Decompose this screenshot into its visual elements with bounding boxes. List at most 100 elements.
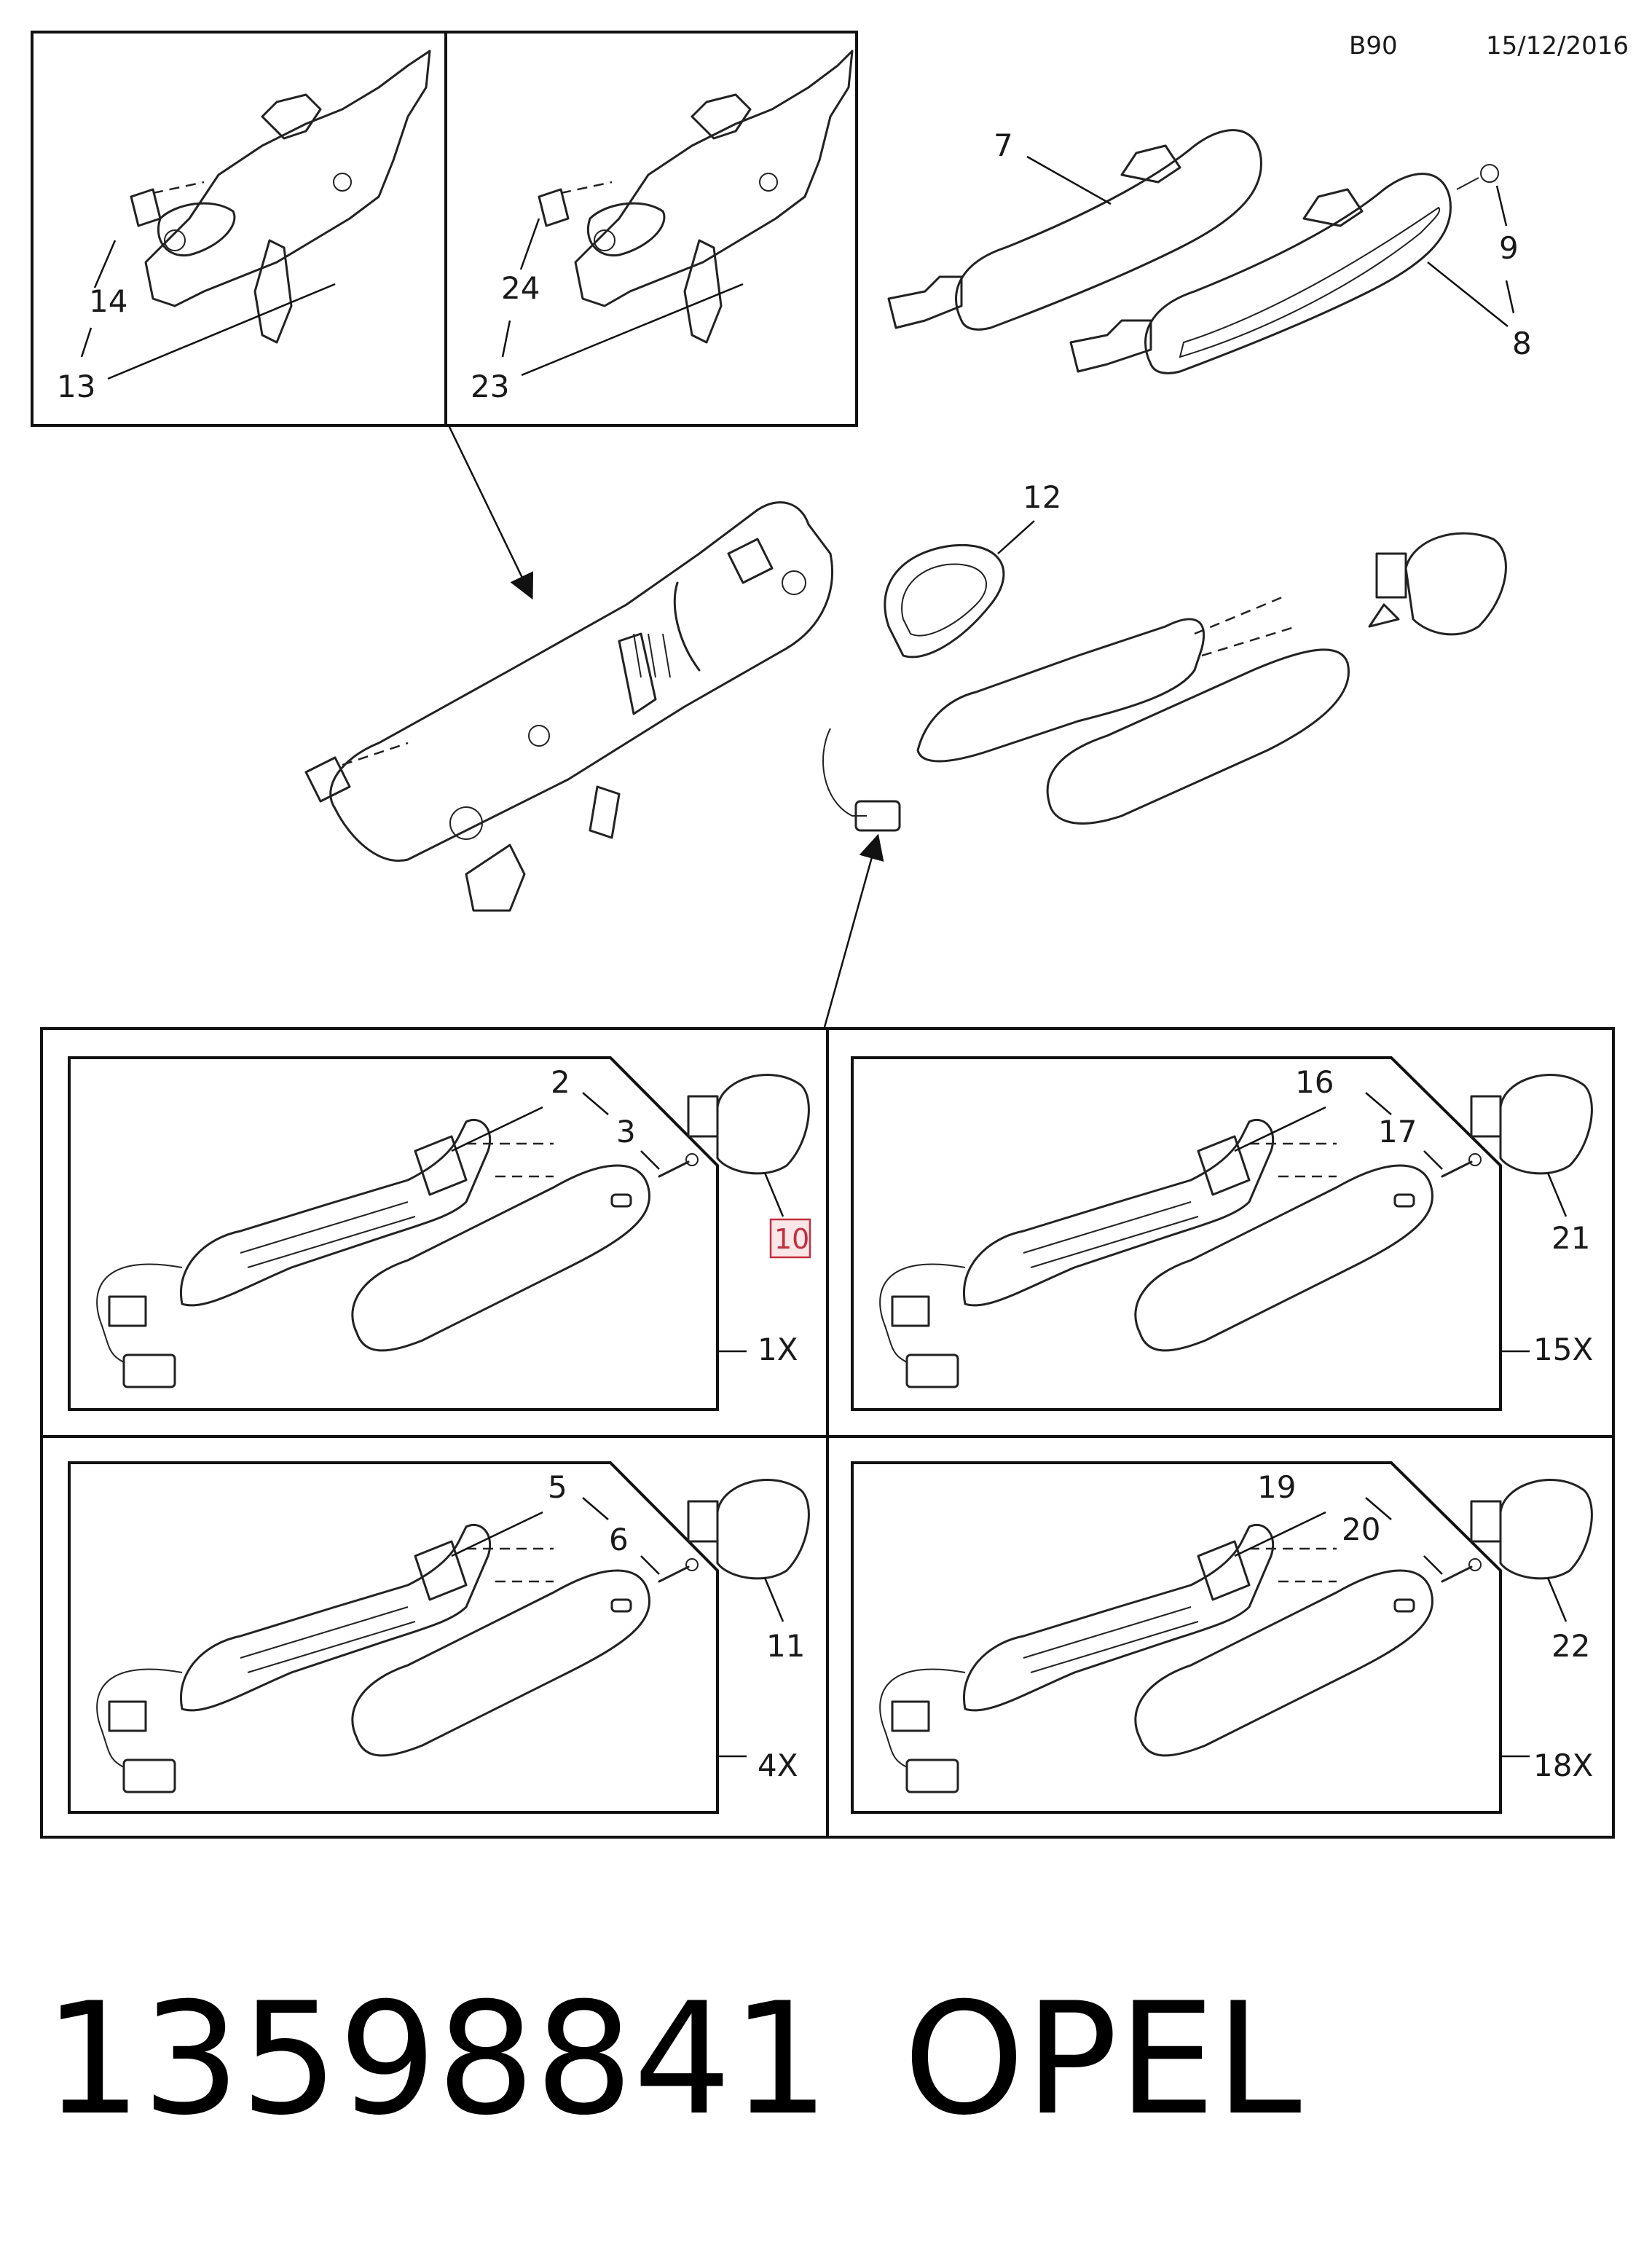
alignment-lines: [466, 1142, 554, 1178]
variant-panel-4x: [68, 1461, 719, 1814]
screw-shaft: [1441, 1565, 1473, 1583]
connector-plug: [122, 1758, 176, 1793]
callout-8: 8: [1512, 326, 1532, 361]
handle-frame-ribs: [1023, 1201, 1199, 1268]
connector-plug: [905, 1758, 959, 1793]
handle-frame: [180, 1118, 492, 1307]
cover-button: [1393, 1598, 1415, 1613]
callout-7: 7: [994, 127, 1013, 163]
diagram-date: 15/12/2016: [1486, 31, 1629, 60]
screw-head: [1468, 1558, 1482, 1571]
leader-lines: [1234, 1092, 1568, 1353]
lock-bracket-detail-left: [130, 50, 431, 344]
arrow-to-main-bracket: [447, 425, 534, 600]
part-number: 13598841: [44, 1969, 830, 2149]
highlight-box-10: [769, 1218, 811, 1259]
callout-3: 3: [616, 1114, 636, 1149]
end-cap: [1499, 1479, 1593, 1580]
callout-20: 20: [1342, 1512, 1380, 1547]
end-cap-clip: [1470, 1500, 1502, 1543]
callout-14: 14: [89, 283, 127, 319]
wiring-cable: [96, 1668, 183, 1768]
variant-panel-15x: [851, 1056, 1502, 1411]
end-cap-clip: [1470, 1095, 1502, 1138]
callout-16: 16: [1295, 1064, 1334, 1100]
handle-cover: [1134, 1569, 1433, 1757]
end-cap-clip: [687, 1095, 719, 1138]
diagram-code: B90: [1349, 31, 1398, 60]
screw-shaft: [658, 1160, 690, 1178]
handle-frame: [963, 1118, 1275, 1307]
wiring-cable: [879, 1668, 966, 1768]
brand-name: OPEL: [903, 1969, 1302, 2149]
cover-button: [610, 1193, 632, 1208]
alignment-lines: [1249, 1142, 1337, 1178]
screw-shaft: [658, 1565, 690, 1583]
screw-head: [685, 1153, 699, 1166]
lock-module: [414, 1135, 468, 1196]
callout-10[interactable]: 10: [774, 1223, 809, 1255]
lock-module: [1197, 1135, 1251, 1196]
handle-frame-ribs: [240, 1606, 416, 1673]
variant-drawings: [96, 1074, 1593, 1793]
inset-frame-top: [31, 31, 858, 427]
callout-12: 12: [1023, 479, 1061, 515]
variant-grid-frame: [40, 1027, 1615, 1839]
variant-kit-15x: [879, 1074, 1593, 1388]
connector-plug: [905, 1353, 959, 1388]
variant-kit-4x: [96, 1479, 810, 1793]
handle-frame: [963, 1523, 1275, 1712]
callout-2: 2: [551, 1064, 570, 1100]
callout-23: 23: [471, 369, 509, 404]
variant-kit-18x: [879, 1479, 1593, 1793]
screw-head: [685, 1558, 699, 1571]
handle-cover: [351, 1569, 650, 1757]
wiring-cable: [96, 1263, 183, 1363]
variant-panel-18x: [851, 1461, 1502, 1814]
lock-module: [414, 1540, 468, 1601]
seal-gasket-12: [884, 544, 1005, 659]
leader-lines: [451, 1497, 784, 1758]
middle-handle-assembly: [822, 596, 1400, 832]
cover-button: [1393, 1193, 1415, 1208]
wiring-cable: [879, 1263, 966, 1363]
handle-frame-ribs: [240, 1201, 416, 1268]
outer-handle-8: [1069, 164, 1499, 374]
main-handle-frame: [304, 501, 833, 912]
screw-shaft: [1441, 1160, 1473, 1178]
callout-9: 9: [1499, 230, 1519, 266]
cable-clip: [108, 1295, 147, 1327]
arrow-to-middle-assembly: [823, 833, 884, 1028]
qty-1x: 1X: [758, 1332, 798, 1367]
callout-19: 19: [1257, 1469, 1296, 1505]
connector-plug: [122, 1353, 176, 1388]
callout-17: 17: [1378, 1114, 1417, 1149]
variant-kit-1x: [96, 1074, 810, 1388]
end-cap-clip: [687, 1500, 719, 1543]
cable-clip: [891, 1700, 930, 1732]
qty-18x: 18X: [1533, 1748, 1593, 1783]
callout-11: 11: [766, 1628, 805, 1664]
lock-bracket-detail-right: [538, 50, 854, 344]
cable-clip: [108, 1700, 147, 1732]
callout-5: 5: [548, 1469, 567, 1505]
qty-15x: 15X: [1533, 1332, 1593, 1367]
cover-button: [610, 1598, 632, 1613]
screw-head: [1468, 1153, 1482, 1166]
callout-13: 13: [57, 369, 95, 404]
outer-handle-7: [887, 129, 1262, 331]
handle-cover: [351, 1164, 650, 1352]
end-cap: [1499, 1074, 1593, 1175]
end-cap: [716, 1074, 810, 1175]
cable-clip: [891, 1295, 930, 1327]
leader-lines: [1234, 1497, 1568, 1758]
callout-6: 6: [609, 1522, 629, 1557]
handle-cover: [1134, 1164, 1433, 1352]
callout-24: 24: [501, 270, 540, 306]
lock-module: [1197, 1540, 1251, 1601]
qty-4x: 4X: [758, 1748, 798, 1783]
alignment-lines: [466, 1547, 554, 1583]
variant-panel-1x: [68, 1056, 719, 1411]
callout-21: 21: [1551, 1220, 1590, 1256]
